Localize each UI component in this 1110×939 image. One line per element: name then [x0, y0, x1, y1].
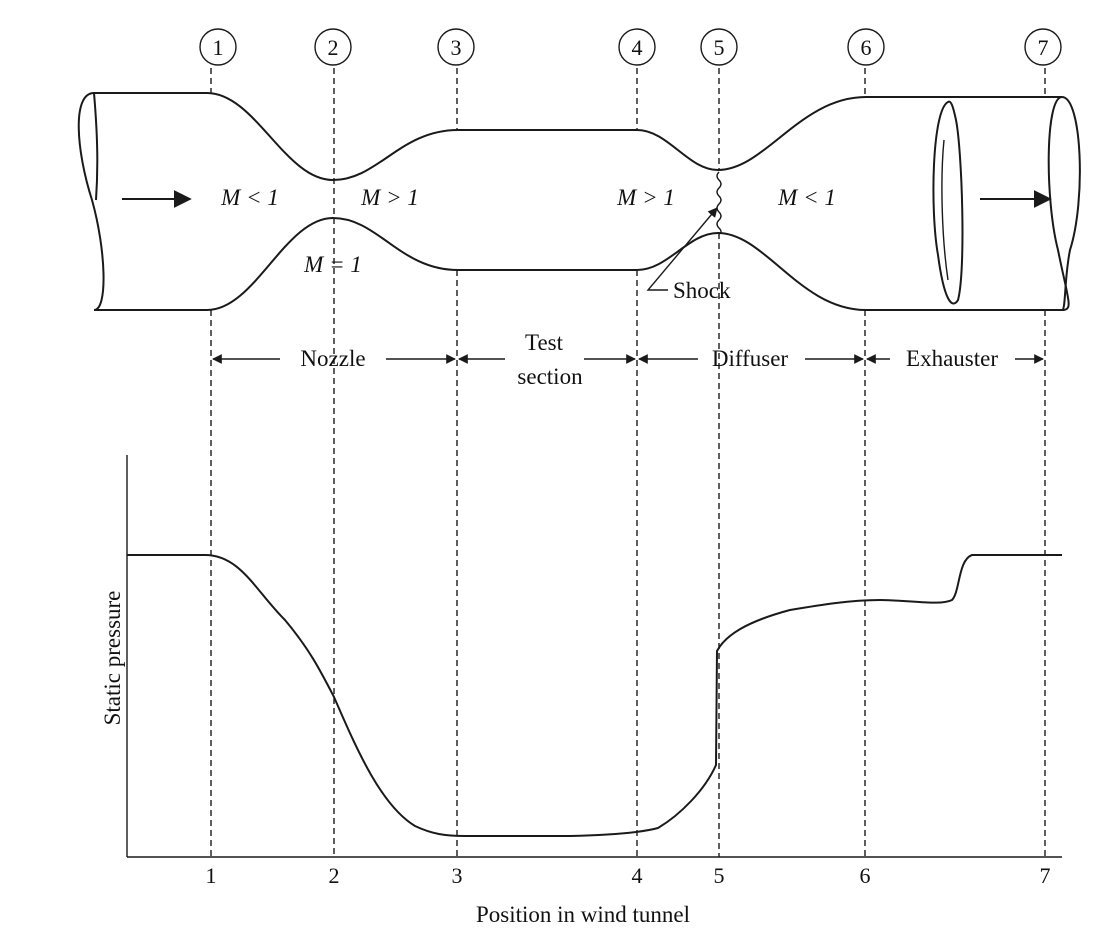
section-diffuser-label: Diffuser: [712, 346, 789, 371]
static-pressure-curve: [127, 554, 1062, 837]
section-test-label-2: section: [517, 364, 583, 389]
x-tick-5: 5: [714, 863, 725, 888]
x-tick-2: 2: [329, 863, 340, 888]
fan-blade-icon: [932, 100, 964, 305]
station-marker-2: 2: [314, 28, 352, 66]
pressure-plot: 1 2 3 4 5 6 7 Position in wind tunnel St…: [100, 455, 1062, 927]
x-axis-label: Position in wind tunnel: [476, 902, 690, 927]
mach-downstream-label: M < 1: [777, 185, 836, 210]
y-axis-label: Static pressure: [100, 591, 125, 726]
section-nozzle-label: Nozzle: [300, 346, 365, 371]
mach-upstream-label: M < 1: [220, 185, 279, 210]
station-4-label: 4: [632, 35, 643, 60]
inlet-far-edge: [93, 92, 99, 201]
station-markers: 1 2 3 4 5 6 7: [199, 28, 1062, 66]
station-marker-6: 6: [847, 28, 885, 66]
station-6-label: 6: [861, 35, 872, 60]
section-exhauster-label: Exhauster: [906, 346, 998, 371]
exhaust-rim: [1061, 96, 1081, 311]
station-5-label: 5: [714, 35, 725, 60]
fan-blade-inner: [941, 139, 949, 281]
station-marker-5: 5: [700, 28, 738, 66]
mach-nozzle-exit-label: M > 1: [360, 185, 419, 210]
station-2-label: 2: [328, 35, 339, 60]
mach-throat-label: M = 1: [303, 252, 362, 277]
station-marker-3: 3: [437, 28, 475, 66]
section-dimensions: Nozzle Test section Diffuser Exhauster: [212, 330, 1044, 389]
station-marker-1: 1: [199, 28, 237, 66]
mach-test-end-label: M > 1: [616, 185, 675, 210]
x-tick-labels: 1 2 3 4 5 6 7: [206, 863, 1051, 888]
x-tick-1: 1: [206, 863, 217, 888]
station-lines: [210, 68, 1046, 857]
shock-leader-line: [646, 207, 718, 291]
tunnel-walls: [77, 92, 1081, 311]
tunnel-lower-wall: [94, 216, 1062, 311]
station-marker-7: 7: [1024, 28, 1062, 66]
station-marker-4: 4: [618, 28, 656, 66]
section-test-label-1: Test: [525, 330, 564, 355]
shock-label: Shock: [673, 278, 731, 303]
station-7-label: 7: [1038, 35, 1049, 60]
x-tick-6: 6: [860, 863, 871, 888]
station-3-label: 3: [451, 35, 462, 60]
x-tick-7: 7: [1040, 863, 1051, 888]
station-1-label: 1: [213, 35, 224, 60]
x-tick-4: 4: [632, 863, 643, 888]
inlet-opening: [77, 92, 105, 311]
exhaust-opening: [1047, 96, 1070, 311]
tunnel-upper-wall: [94, 92, 1062, 182]
x-tick-3: 3: [452, 863, 463, 888]
shock-wave-icon: [716, 171, 722, 235]
